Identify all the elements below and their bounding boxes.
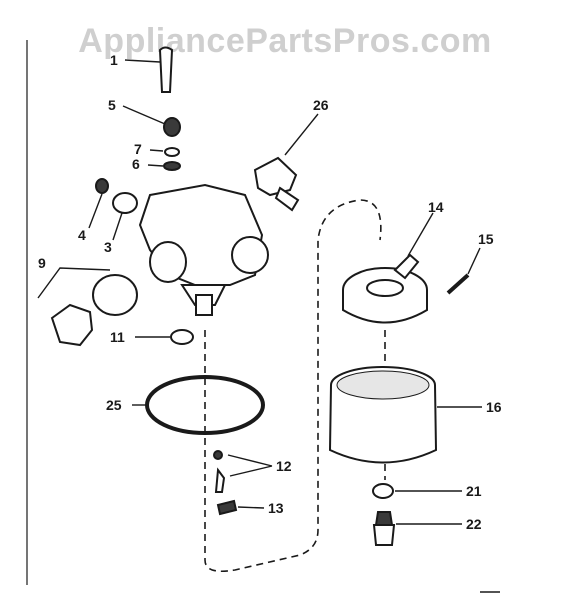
callout-1: 1 <box>110 52 118 68</box>
part-3-plate <box>112 192 138 241</box>
part-5-nut <box>122 105 181 137</box>
callout-14: 14 <box>428 199 444 215</box>
part-13-screw <box>216 499 265 516</box>
callout-13: 13 <box>268 500 284 516</box>
part-throttle-rod <box>124 46 174 93</box>
callout-16: 16 <box>486 399 502 415</box>
callout-22: 22 <box>466 516 482 532</box>
callout-9: 9 <box>38 255 46 271</box>
part-9-diaphragm <box>37 267 138 347</box>
part-4-screw <box>88 178 109 229</box>
callout-4: 4 <box>78 227 86 243</box>
part-21-washer <box>372 483 462 499</box>
callout-labels: 1 5 26 7 6 4 3 9 14 15 11 25 16 12 13 21… <box>38 52 502 532</box>
part-22-bowl-nut <box>372 511 462 546</box>
callout-25: 25 <box>106 397 122 413</box>
callout-26: 26 <box>313 97 329 113</box>
watermark: AppliancePartsPros.com <box>78 22 492 60</box>
part-26-fuel-fitting <box>253 113 319 212</box>
carburetor-body <box>138 183 269 316</box>
callout-3: 3 <box>104 239 112 255</box>
part-12-needle <box>213 450 273 493</box>
callout-7: 7 <box>134 141 142 157</box>
callout-15: 15 <box>478 231 494 247</box>
part-7-washer <box>149 147 180 157</box>
part-6-washer <box>147 161 181 171</box>
part-11-plug <box>135 329 194 345</box>
callout-11: 11 <box>110 329 125 345</box>
callout-5: 5 <box>108 97 116 113</box>
callout-6: 6 <box>132 156 140 172</box>
part-14-float <box>342 212 434 324</box>
fuel-path-line <box>204 199 382 573</box>
callout-12: 12 <box>276 458 292 474</box>
part-15-pin <box>446 247 481 295</box>
callout-21: 21 <box>466 483 482 499</box>
part-16-float-bowl <box>328 366 482 464</box>
part-25-o-ring <box>132 375 265 435</box>
